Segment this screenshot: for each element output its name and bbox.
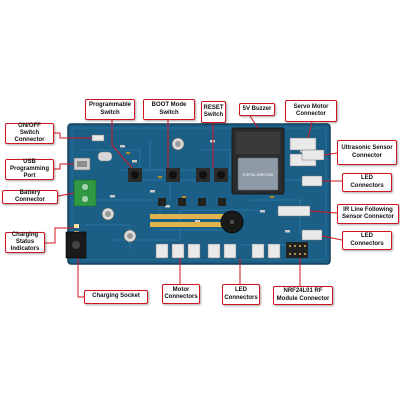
label-battery-connector: Battery Connector xyxy=(2,190,58,204)
label-led-connectors-right-bottom: LED Connectors xyxy=(342,231,392,250)
usb-port xyxy=(73,157,91,171)
motor-headers xyxy=(155,243,201,259)
esp32-module: ESP32-WROOM xyxy=(231,127,285,195)
label-servo-motor-connector: Servo Motor Connector xyxy=(285,100,337,122)
label-programmable-switch: Programmable Switch xyxy=(85,99,135,120)
module-chip-text: ESP32-WROOM xyxy=(243,172,273,177)
label-on-off-switch-connector: ON/OFF Switch Connector xyxy=(5,123,54,144)
ir-sensor-header xyxy=(277,205,311,217)
label-led-connectors-right-top: LED Connectors xyxy=(342,173,392,192)
led-header-right-top xyxy=(301,175,323,187)
buzzer xyxy=(220,210,244,234)
on-off-switch-header xyxy=(91,134,105,142)
label-ir-line-following-sensor-connector: IR Line Following Sensor Connector xyxy=(337,204,399,224)
label-motor-connectors: Motor Connectors xyxy=(162,284,200,304)
label-ultrasonic-sensor-connector: Ultrasonic Sensor Connector xyxy=(337,140,397,165)
label-nrf24l01-rf-module-connector: NRF24L01 RF Module Connector xyxy=(273,286,333,305)
battery-terminal-block xyxy=(73,179,97,207)
transistor-row xyxy=(158,198,226,206)
nrf-header xyxy=(286,242,308,258)
label-usb-programming-port: USB Programming Port xyxy=(5,159,54,180)
label-led-connectors-bottom: LED Connectors xyxy=(222,284,260,305)
label-charging-status-indicators: Charging Status Indicators xyxy=(5,232,45,253)
ultrasonic-header xyxy=(301,149,325,161)
led-header-right-bottom xyxy=(301,229,323,241)
pin-header-gold xyxy=(150,214,230,227)
tactile-switches xyxy=(128,168,228,182)
crystal xyxy=(97,151,113,162)
label-5v-buzzer: 5V Buzzer xyxy=(239,103,275,116)
label-boot-mode-switch: BOOT Mode Switch xyxy=(143,99,195,120)
led-headers-bottom xyxy=(207,243,281,259)
label-charging-socket: Charging Socket xyxy=(84,290,148,304)
label-reset-switch: RESET Switch xyxy=(201,101,226,123)
dc-charging-socket xyxy=(65,231,87,259)
electrolytic-capacitors xyxy=(101,137,185,243)
